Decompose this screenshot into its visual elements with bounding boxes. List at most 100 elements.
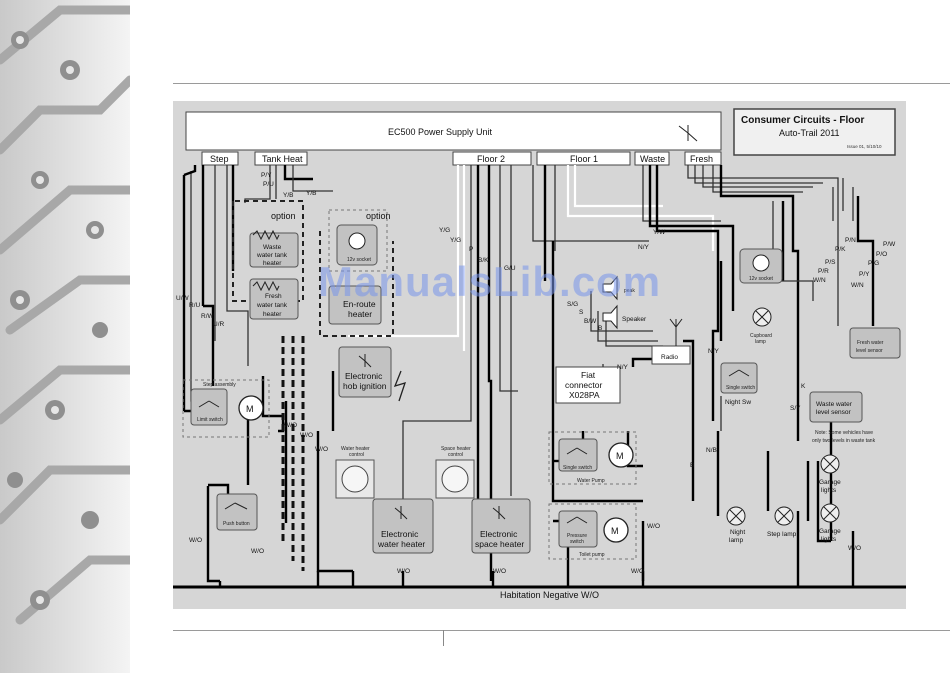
fiat-line2: connector [565, 380, 602, 390]
fiat-line1: Fiat [581, 370, 596, 380]
wl-yg2: Y/G [450, 237, 461, 244]
page-divider [443, 630, 444, 646]
water-heater-line2: water heater [377, 539, 425, 549]
pump-switch-icon [566, 447, 588, 455]
step-assembly-label: Step assembly [203, 382, 236, 388]
limit-switch-icon [198, 400, 220, 408]
step-motor-icon [238, 395, 264, 421]
fiat-line3: X028PA [569, 390, 600, 400]
wl-py: P/Y [261, 172, 272, 179]
circuit-board-decoration [0, 0, 130, 673]
wl-wo-7: W/O [493, 568, 506, 575]
garage-lights-cross-2 [823, 506, 837, 520]
antenna-icon [669, 318, 683, 346]
fresh-heater-resistor-icon [252, 280, 280, 292]
enroute-line2: heater [348, 309, 372, 319]
waste-heater-line3: heater [263, 260, 282, 267]
wl-sy: S/Y [790, 405, 801, 412]
night-switch-icon [728, 369, 750, 377]
water-pump-motor-icon [608, 442, 634, 468]
water-heater-transistor-icon [394, 506, 408, 520]
pressure-switch-line1: Pressure [567, 533, 587, 539]
speaker-peak-label: peak [624, 288, 635, 294]
option-label-2: option [366, 211, 391, 221]
fresh-heater-line1: Fresh [265, 293, 282, 300]
socket-12v-label-a: 12v socket [347, 257, 372, 263]
toilet-pump-frame [548, 503, 637, 560]
night-lamp-cross [729, 509, 743, 523]
space-heater-control-knob [441, 465, 469, 493]
note-line2: only two levels in waste tank [812, 438, 876, 444]
enroute-heater-box [328, 285, 382, 325]
night-lamp-line1: Night [730, 529, 745, 536]
wl-p: P [469, 246, 473, 253]
wl-yg1: Y/G [439, 227, 450, 234]
single-switch-pump-box [558, 438, 598, 472]
step-lamp-label: Step lamp [767, 531, 797, 538]
pressure-switch-icon [566, 516, 588, 524]
night-lamp-line2: lamp [729, 537, 743, 544]
wl-wo-8: W/O [647, 523, 660, 530]
water-pump-label: Water Pump [577, 478, 605, 484]
wl-wn1: W/N [813, 277, 826, 284]
terminal-step: Step [210, 154, 229, 164]
wl-pn: P/N [845, 237, 856, 244]
wl-wo-10: W/O [848, 545, 861, 552]
wl-ps: P/S [825, 259, 836, 266]
wl-yw: Y/W [653, 229, 666, 236]
waste-sensor-line2: level sensor [816, 409, 852, 416]
push-button-icon [224, 502, 248, 510]
wl-ny3: N/Y [617, 364, 629, 371]
fresh-level-sensor-box [849, 327, 901, 359]
wiring-diagram-panel: EC500 Power Supply Unit Consumer Circuit… [173, 101, 906, 609]
wl-wo-3: W/O [315, 446, 328, 453]
space-heater-line1: Electronic [480, 529, 518, 539]
garage-lights-1-line1: Garage [819, 479, 841, 486]
step-assembly-frame [182, 379, 270, 438]
fresh-sensor-line1: Fresh water [857, 340, 884, 346]
toilet-pump-motor-label: M [611, 526, 619, 536]
wl-k: K [801, 383, 806, 390]
pressure-switch-line2: switch [570, 539, 584, 545]
garage-lights-2-line2: lights [821, 536, 837, 543]
wl-yb1: Y/B [283, 192, 293, 199]
hob-line1: Electronic [345, 371, 383, 381]
wiring-diagram: EC500 Power Supply Unit Consumer Circuit… [173, 108, 906, 600]
night-sw-label: Night Sw [725, 399, 751, 406]
waste-heater-resistor-icon [252, 229, 280, 241]
radio-box [651, 345, 691, 365]
wl-wo-1: W/O [284, 422, 297, 429]
wl-rw: R/W [201, 313, 215, 320]
step-lamp-cross [777, 509, 791, 523]
psu-label: EC500 Power Supply Unit [388, 127, 493, 137]
socket-12v-icon-a [348, 232, 366, 250]
socket-12v-label-b: 12v socket [749, 276, 774, 282]
speaker-peak-icon [602, 275, 618, 301]
push-button-label: Push button [223, 521, 250, 527]
title-block: Consumer Circuits - Floor Auto-Trail 201… [733, 108, 896, 156]
fiat-connector-box [555, 366, 621, 404]
toilet-pump-motor-icon [603, 517, 629, 543]
hob-ignition-box [338, 346, 392, 398]
wl-ny1: N/Y [638, 244, 650, 251]
toilet-pump-label: Toilet pump [579, 552, 605, 558]
space-heater-line2: space heater [475, 539, 524, 549]
spark-icon [393, 370, 407, 402]
speaker-label: Speaker [622, 316, 647, 323]
wl-sg: S/G [567, 301, 578, 308]
terminal-floor-2: Floor 2 [477, 154, 505, 164]
water-pump-frame [548, 431, 637, 485]
step-motor-label: M [246, 404, 254, 414]
wl-uw: U/W [176, 295, 190, 302]
wl-wo-5: W/O [251, 548, 264, 555]
water-pump-motor-label: M [616, 451, 624, 461]
note-line1: Note: Some vehicles have [815, 430, 873, 436]
water-heater-control-knob [341, 465, 369, 493]
single-switch-pump-label: Single switch [563, 465, 592, 471]
hob-transistor-icon [358, 354, 372, 368]
wl-bw: B/W [584, 318, 597, 325]
wl-bk: B/K [478, 257, 489, 264]
title-text: Consumer Circuits - Floor [741, 115, 864, 126]
wl-ny2: N/Y [708, 348, 720, 355]
cupboard-lamp-cross [755, 310, 769, 324]
